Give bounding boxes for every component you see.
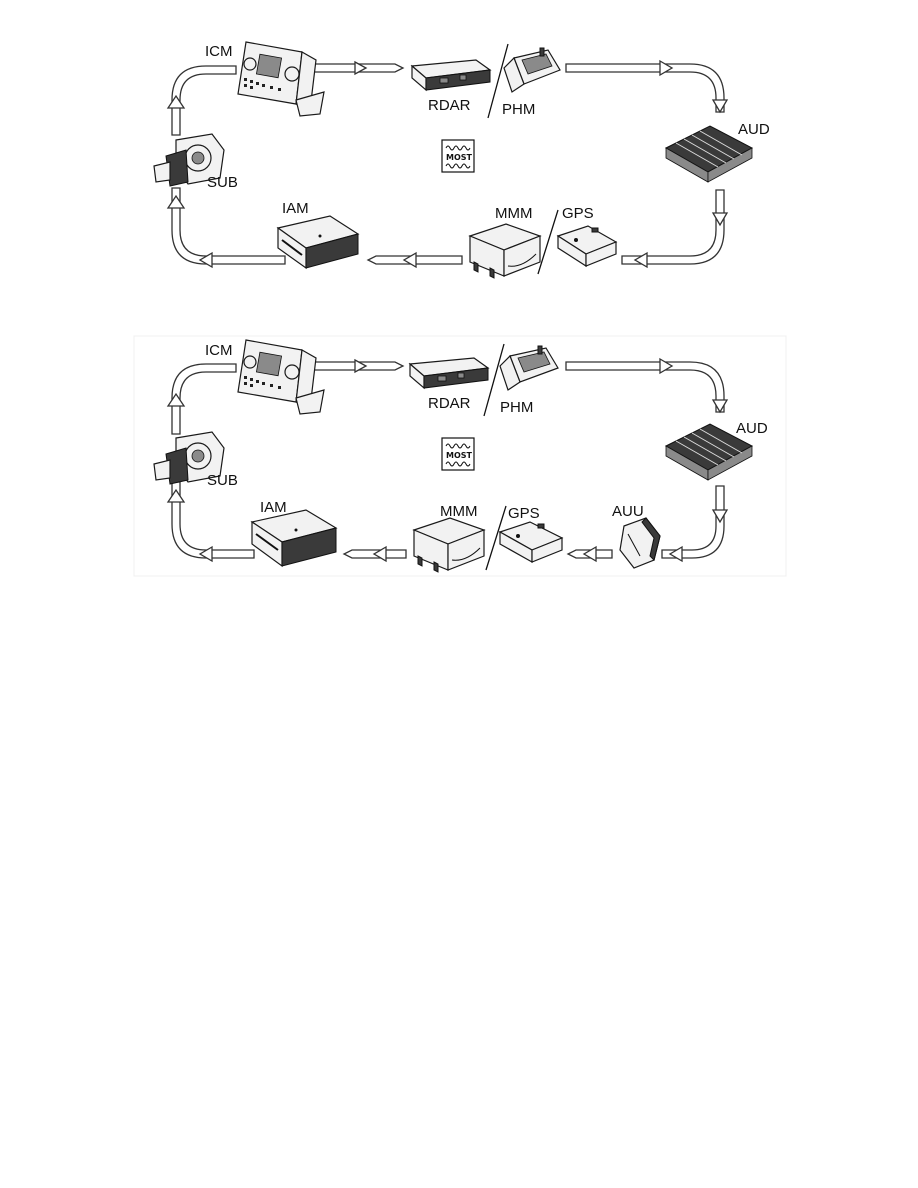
separator-rdar-phm bbox=[483, 343, 505, 417]
label-mmm: MMM bbox=[495, 205, 533, 222]
diagram-2-svg: ICM RDAR PHM AUD SUB bbox=[133, 335, 787, 577]
ring-arrow-iam-sub bbox=[171, 187, 286, 265]
diagram-1-svg: ICM RDAR PHM AUD SUB bbox=[153, 41, 770, 279]
ring-arrow-aud-gps bbox=[621, 189, 725, 265]
ring-arrowhead-left-3 bbox=[198, 545, 213, 563]
ring-arrowhead-right-1 bbox=[354, 358, 368, 374]
ring-arrowhead-down-right bbox=[711, 399, 729, 414]
label-mmm: MMM bbox=[440, 503, 478, 520]
label-rdar: RDAR bbox=[428, 97, 471, 114]
label-auu: AUU bbox=[612, 503, 644, 520]
most-ring-diagram-1: ICM RDAR PHM AUD SUB bbox=[0, 30, 918, 280]
most-icon-text: MOST bbox=[446, 451, 473, 460]
aud-unit-icon bbox=[664, 423, 754, 481]
most-bus-icon: MOST bbox=[441, 139, 475, 173]
ring-segment-left-top bbox=[171, 363, 237, 435]
aud-unit-icon bbox=[664, 125, 754, 183]
label-gps: GPS bbox=[508, 505, 540, 522]
label-icm: ICM bbox=[205, 342, 233, 359]
ring-arrowhead-left-1 bbox=[582, 545, 597, 563]
ring-arrowhead-down-right bbox=[711, 99, 729, 114]
iam-unit-icon bbox=[276, 215, 360, 270]
auu-unit-icon bbox=[619, 517, 661, 569]
label-iam: IAM bbox=[260, 499, 287, 516]
ring-arrowhead-left-3 bbox=[198, 251, 213, 269]
ring-arrowhead-left-2 bbox=[402, 251, 417, 269]
phm-unit-icon bbox=[499, 345, 559, 391]
ring-arrow-phm-aud bbox=[565, 361, 725, 413]
ring-arrowhead-right-2 bbox=[659, 357, 674, 375]
gps-unit-icon bbox=[556, 225, 618, 268]
ring-segment-left-top bbox=[171, 65, 237, 136]
label-sub: SUB bbox=[207, 472, 238, 489]
label-phm: PHM bbox=[502, 101, 535, 118]
label-gps: GPS bbox=[562, 205, 594, 222]
gps-unit-icon bbox=[498, 521, 564, 564]
label-phm: PHM bbox=[500, 399, 533, 416]
sub-unit-icon bbox=[153, 133, 225, 187]
most-icon-text: MOST bbox=[446, 153, 473, 162]
label-aud: AUD bbox=[738, 121, 770, 138]
icm-unit-icon bbox=[237, 339, 325, 415]
label-rdar: RDAR bbox=[428, 395, 471, 412]
ring-arrowhead-up-left bbox=[166, 392, 186, 407]
icm-unit-icon bbox=[237, 41, 325, 117]
mmm-unit-icon bbox=[412, 517, 486, 573]
rdar-unit-icon bbox=[410, 59, 492, 92]
iam-unit-icon bbox=[250, 509, 338, 568]
sub-unit-icon bbox=[153, 431, 225, 485]
label-icm: ICM bbox=[205, 43, 233, 60]
ring-arrowhead-left-0 bbox=[668, 545, 683, 563]
most-ring-diagram-2: ICM RDAR PHM AUD SUB bbox=[0, 330, 918, 580]
label-aud: AUD bbox=[736, 420, 768, 437]
phm-unit-icon bbox=[503, 47, 561, 93]
rdar-unit-icon bbox=[408, 357, 490, 390]
ring-arrowhead-left-2 bbox=[372, 545, 387, 563]
mmm-unit-icon bbox=[468, 223, 542, 279]
ring-arrowhead-left-1 bbox=[633, 251, 648, 269]
separator-mmm-gps bbox=[485, 505, 507, 571]
label-sub: SUB bbox=[207, 174, 238, 191]
ring-arrowhead-down-right-2 bbox=[711, 212, 729, 227]
ring-arrowhead-up-left-2 bbox=[166, 488, 186, 503]
separator-rdar-phm bbox=[487, 43, 509, 119]
ring-arrowhead-right-1 bbox=[354, 60, 368, 76]
ring-arrowhead-right-2 bbox=[659, 59, 674, 77]
label-iam: IAM bbox=[282, 200, 309, 217]
ring-arrow-phm-aud bbox=[565, 63, 725, 113]
ring-arrowhead-up-left-2 bbox=[166, 194, 186, 209]
separator-mmm-gps bbox=[537, 209, 559, 275]
most-bus-icon: MOST bbox=[441, 437, 475, 471]
ring-arrow-aud-auu bbox=[661, 485, 725, 559]
ring-arrowhead-down-right-2 bbox=[711, 509, 729, 524]
ring-arrowhead-up-left bbox=[166, 94, 186, 109]
